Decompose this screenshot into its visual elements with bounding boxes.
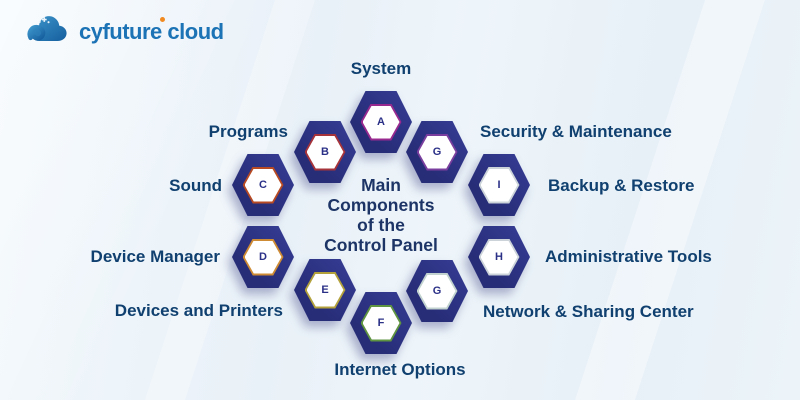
hex-letter: B xyxy=(321,146,329,158)
background-stripe xyxy=(138,0,322,400)
diagram-title-line: Control Panel xyxy=(324,235,438,255)
label-backup-restore: Backup & Restore xyxy=(548,176,695,195)
hex-letter: F xyxy=(377,317,385,329)
hexagon-shape: E xyxy=(294,259,356,321)
hex-node-network-sharing: G xyxy=(406,260,468,322)
hex-node-system: A xyxy=(350,91,412,153)
hexagon-shape: C xyxy=(232,154,294,216)
hex-letter: I xyxy=(497,179,501,191)
diagram-title-line: of the xyxy=(357,215,405,235)
hex-node-backup-restore: I xyxy=(468,154,530,216)
cloud-logo-icon xyxy=(26,12,72,51)
hexagon-shape: G xyxy=(406,121,468,183)
background-stripe xyxy=(568,0,772,400)
hex-node-administrative-tools: H xyxy=(468,226,530,288)
label-programs: Programs xyxy=(208,122,288,141)
diagram-title: Main Components of the Control Panel xyxy=(296,175,466,255)
hex-node-devices-printers: E xyxy=(294,259,356,321)
hexagon-shape: B xyxy=(294,121,356,183)
hex-letter: A xyxy=(377,116,385,128)
hexagon-shape: I xyxy=(468,154,530,216)
brand-logo: cyfuture cloud xyxy=(26,12,224,51)
diagram-title-line: Main xyxy=(361,175,401,195)
hex-node-security-maintenance: G xyxy=(406,121,468,183)
hex-node-internet-options: F xyxy=(350,292,412,354)
diagram-title-line: Components xyxy=(327,195,435,215)
label-security-maintenance: Security & Maintenance xyxy=(480,122,672,141)
hex-letter: G xyxy=(432,285,442,297)
hex-letter: E xyxy=(321,284,329,296)
label-administrative-tools: Administrative Tools xyxy=(545,247,712,266)
hex-node-sound: C xyxy=(232,154,294,216)
label-devices-printers: Devices and Printers xyxy=(114,301,283,320)
logo-accent-dot xyxy=(160,17,165,22)
hex-letter: C xyxy=(259,179,267,191)
label-device-manager: Device Manager xyxy=(90,247,220,266)
hex-node-programs: B xyxy=(294,121,356,183)
label-sound: Sound xyxy=(169,176,222,195)
label-system: System xyxy=(350,59,412,78)
hex-letter: H xyxy=(495,251,503,263)
label-internet-options: Internet Options xyxy=(334,360,466,379)
label-network-sharing: Network & Sharing Center xyxy=(483,302,694,321)
hex-letter: D xyxy=(259,251,267,263)
hex-node-device-manager: D xyxy=(232,226,294,288)
brand-wordmark: cyfuture cloud xyxy=(79,18,224,44)
hexagon-shape: F xyxy=(350,292,412,354)
hexagon-shape: D xyxy=(232,226,294,288)
hexagon-shape: G xyxy=(406,260,468,322)
hexagon-shape: H xyxy=(468,226,530,288)
hex-letter: G xyxy=(432,146,442,158)
hexagon-shape: A xyxy=(350,91,412,153)
